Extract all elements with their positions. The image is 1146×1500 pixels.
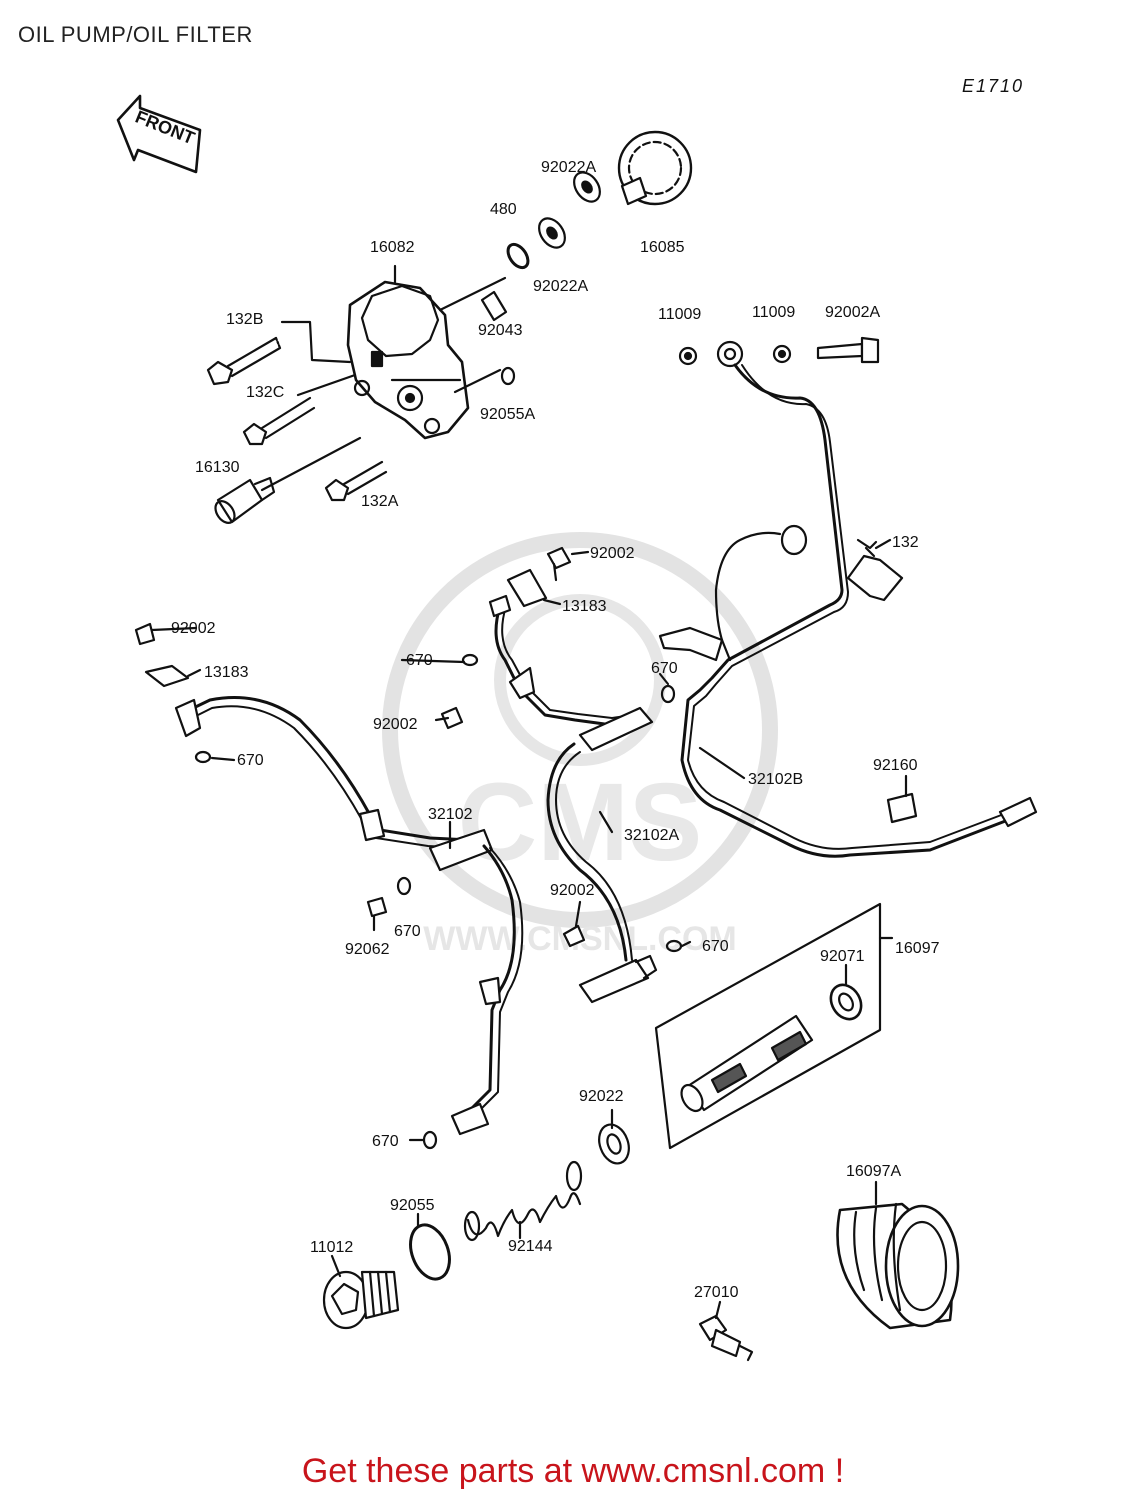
bolt-132a [324, 460, 388, 502]
part-label-92062[interactable]: 92062 [345, 941, 390, 958]
part-label-92002a[interactable]: 92002A [825, 304, 880, 321]
pipe-upper-feed [680, 363, 1010, 858]
bolt-92002-a [546, 546, 572, 582]
washer-92022a-top [573, 171, 601, 203]
part-label-11012[interactable]: 11012 [310, 1239, 353, 1256]
part-label-670-d[interactable]: 670 [394, 923, 421, 940]
part-label-27010[interactable]: 27010 [694, 1284, 739, 1301]
banjo-fitting [716, 340, 744, 368]
part-label-16082[interactable]: 16082 [370, 239, 415, 256]
circlip-480 [506, 242, 530, 270]
oring-670-f [422, 1130, 438, 1150]
part-label-92002-b[interactable]: 92002 [171, 620, 216, 637]
part-label-92043[interactable]: 92043 [478, 322, 523, 339]
washer-11009-a [678, 346, 698, 366]
part-label-13183-b[interactable]: 13183 [204, 664, 249, 681]
part-label-132[interactable]: 132 [892, 534, 919, 551]
part-label-92002-d[interactable]: 92002 [550, 882, 595, 899]
spring-92144 [463, 1160, 583, 1242]
page-title: OIL PUMP/OIL FILTER [18, 22, 253, 47]
part-label-32102a[interactable]: 32102A [624, 827, 679, 844]
part-label-92022a-mid[interactable]: 92022A [533, 278, 588, 295]
damper-92160 [886, 792, 918, 824]
part-label-16130[interactable]: 16130 [195, 459, 240, 476]
oil-filter-16097a [836, 1202, 960, 1330]
washer-92022a-mid [538, 217, 566, 249]
washer-92022 [598, 1123, 630, 1165]
oring-670-c [194, 750, 212, 764]
part-label-92160[interactable]: 92160 [873, 757, 918, 774]
part-label-132b[interactable]: 132B [226, 311, 263, 328]
sprocket-16085 [617, 130, 693, 206]
part-label-92002-c[interactable]: 92002 [373, 716, 418, 733]
part-label-92022a-top[interactable]: 92022A [541, 159, 596, 176]
part-label-132a[interactable]: 132A [361, 493, 399, 510]
part-label-92144[interactable]: 92144 [508, 1238, 553, 1255]
oring-670-d [396, 876, 412, 896]
part-label-132c[interactable]: 132C [246, 384, 284, 401]
part-label-16085[interactable]: 16085 [640, 239, 685, 256]
pin-92043 [480, 290, 508, 322]
part-label-32102b[interactable]: 32102B [748, 771, 803, 788]
fitting-16130 [214, 476, 276, 524]
oil-pump-16082 [346, 280, 470, 440]
bolt-92002-d [562, 924, 586, 948]
part-label-92002-a[interactable]: 92002 [590, 545, 635, 562]
oring-670-e [665, 939, 683, 953]
plate-13183-a [506, 568, 548, 608]
bolt-132c [242, 396, 316, 446]
oring-670-b [660, 684, 676, 704]
part-label-11009-b[interactable]: 11009 [752, 304, 795, 321]
part-label-11009-a[interactable]: 11009 [658, 306, 701, 323]
part-label-670-b[interactable]: 670 [651, 660, 678, 677]
part-label-16097[interactable]: 16097 [895, 940, 940, 957]
washer-11009-b [772, 344, 792, 364]
part-label-670-a[interactable]: 670 [406, 652, 433, 669]
part-label-670-e[interactable]: 670 [702, 938, 729, 955]
oring-670-a [461, 653, 479, 667]
bolt-92002a [816, 336, 880, 364]
part-label-670-f[interactable]: 670 [372, 1133, 399, 1150]
oil-pressure-switch-27010 [698, 1314, 754, 1362]
bracket-132 [846, 554, 904, 602]
pipe-left-feed [183, 696, 472, 842]
part-label-92071[interactable]: 92071 [820, 948, 865, 965]
pipe-bracket [508, 666, 536, 700]
diagram-code: E1710 [962, 76, 1025, 96]
oring-92055 [409, 1223, 451, 1281]
part-label-92022[interactable]: 92022 [579, 1088, 624, 1105]
oring-92055a [500, 366, 516, 386]
part-label-16097a[interactable]: 16097A [846, 1163, 901, 1180]
part-label-13183-a[interactable]: 13183 [562, 598, 607, 615]
banjo-upper [780, 524, 808, 556]
pipe-end-fitting [998, 796, 1038, 828]
part-label-670-c[interactable]: 670 [237, 752, 264, 769]
cms-watermark: CMS WWW.CMSNL.COM [382, 532, 778, 958]
footer-cta-link[interactable]: Get these parts at www.cmsnl.com ! [301, 1452, 845, 1490]
bolt-132b [206, 336, 282, 386]
seal-92071 [829, 983, 863, 1021]
plug-11012 [322, 1270, 400, 1330]
fitting-92062 [366, 896, 388, 918]
part-label-92055a[interactable]: 92055A [480, 406, 535, 423]
bolt-92002-c [440, 706, 464, 730]
part-label-480[interactable]: 480 [490, 201, 517, 218]
front-arrow-icon: FRONT [116, 94, 202, 174]
bolt-92002-b [134, 622, 156, 646]
parts-diagram: FRONT [116, 94, 1038, 1362]
part-label-92055[interactable]: 92055 [390, 1197, 435, 1214]
filter-element-16097 [654, 902, 882, 1150]
part-label-32102[interactable]: 32102 [428, 806, 473, 823]
pipe-32102a [494, 604, 642, 727]
plate-13183-b [144, 664, 190, 688]
